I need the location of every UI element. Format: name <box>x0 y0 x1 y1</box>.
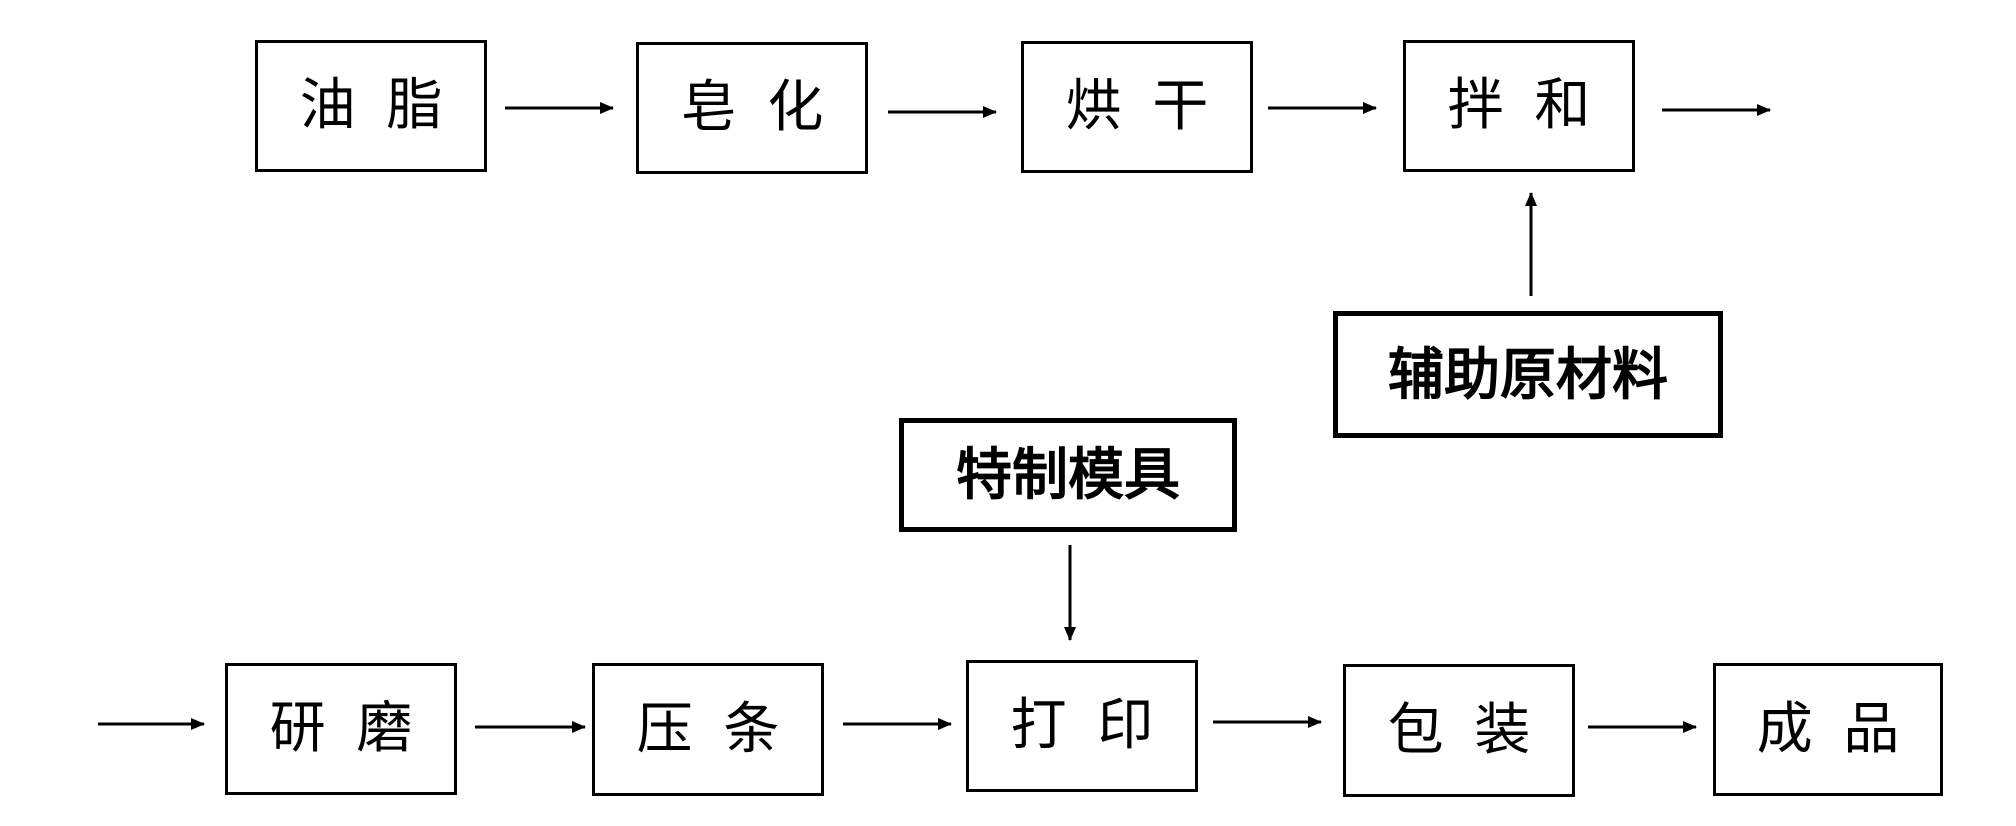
node-oil-label: 油脂 <box>299 73 474 138</box>
node-stamping-label: 打印 <box>1010 693 1185 758</box>
node-saponification-label: 皂化 <box>680 75 855 140</box>
node-grinding: 研磨 <box>225 663 457 795</box>
node-extrusion: 压条 <box>592 663 824 796</box>
node-oil: 油脂 <box>255 40 487 172</box>
node-mixing-label: 拌和 <box>1447 73 1622 138</box>
node-packaging: 包装 <box>1343 664 1575 797</box>
node-mixing: 拌和 <box>1403 40 1635 172</box>
node-product-label: 成品 <box>1756 696 1931 762</box>
node-saponification: 皂化 <box>636 42 868 174</box>
node-mold-label: 特制模具 <box>956 442 1180 508</box>
node-drying: 烘干 <box>1021 41 1253 173</box>
node-packaging-label: 包装 <box>1387 697 1562 763</box>
node-auxiliary: 辅助原材料 <box>1333 311 1723 438</box>
node-extrusion-label: 压条 <box>636 696 811 762</box>
node-grinding-label: 研磨 <box>269 696 444 761</box>
node-stamping: 打印 <box>966 660 1198 792</box>
node-mold: 特制模具 <box>899 418 1237 532</box>
node-product: 成品 <box>1713 663 1943 796</box>
node-auxiliary-label: 辅助原材料 <box>1388 341 1668 408</box>
node-drying-label: 烘干 <box>1065 74 1240 139</box>
